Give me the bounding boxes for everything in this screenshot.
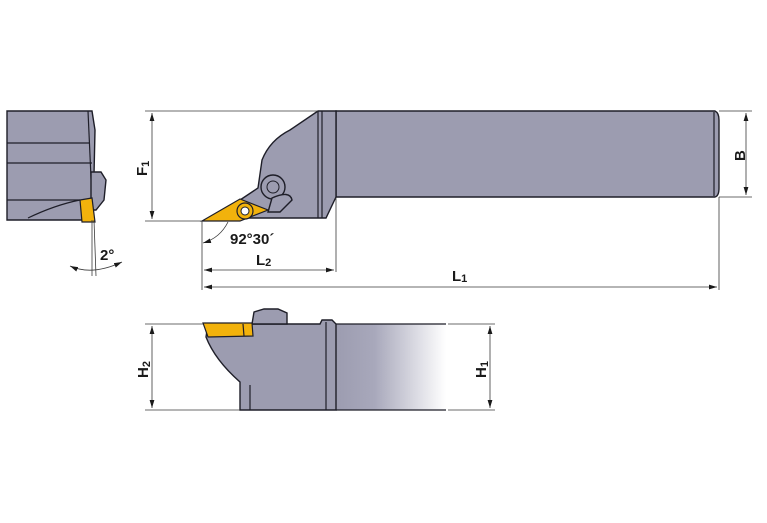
angle-arc (69, 261, 123, 272)
clearance-angle-label: 2° (100, 247, 114, 264)
end-view-curve (27, 199, 81, 219)
dimension-label-b: B (732, 150, 749, 161)
dimension-label-l1: L1 (452, 268, 467, 285)
dimension-label-h1: H1 (473, 361, 491, 378)
side-clamp (251, 308, 288, 325)
angle-line (93, 219, 97, 277)
side-insert (202, 322, 254, 338)
side-shank (336, 324, 446, 410)
torx-screw-icon (240, 206, 250, 216)
dimension-label-h2: H2 (135, 361, 153, 378)
dimension-label-l2: L2 (256, 252, 271, 269)
end-view: 2° (6, 110, 123, 277)
insert (79, 197, 96, 223)
top-view: F1 B L2 L1 92°30´ (134, 110, 752, 290)
side-view: H2 H1 (135, 308, 495, 411)
torx-screw-icon (266, 180, 280, 194)
approach-angle-label: 92°30´ (230, 231, 274, 248)
head (207, 110, 337, 221)
dimension-label-f1: F1 (134, 161, 152, 176)
shank (335, 110, 720, 198)
clamp-lobe (267, 193, 293, 213)
insert-edge (242, 323, 245, 337)
side-head (205, 319, 337, 411)
approach-angle-arc (202, 221, 229, 244)
